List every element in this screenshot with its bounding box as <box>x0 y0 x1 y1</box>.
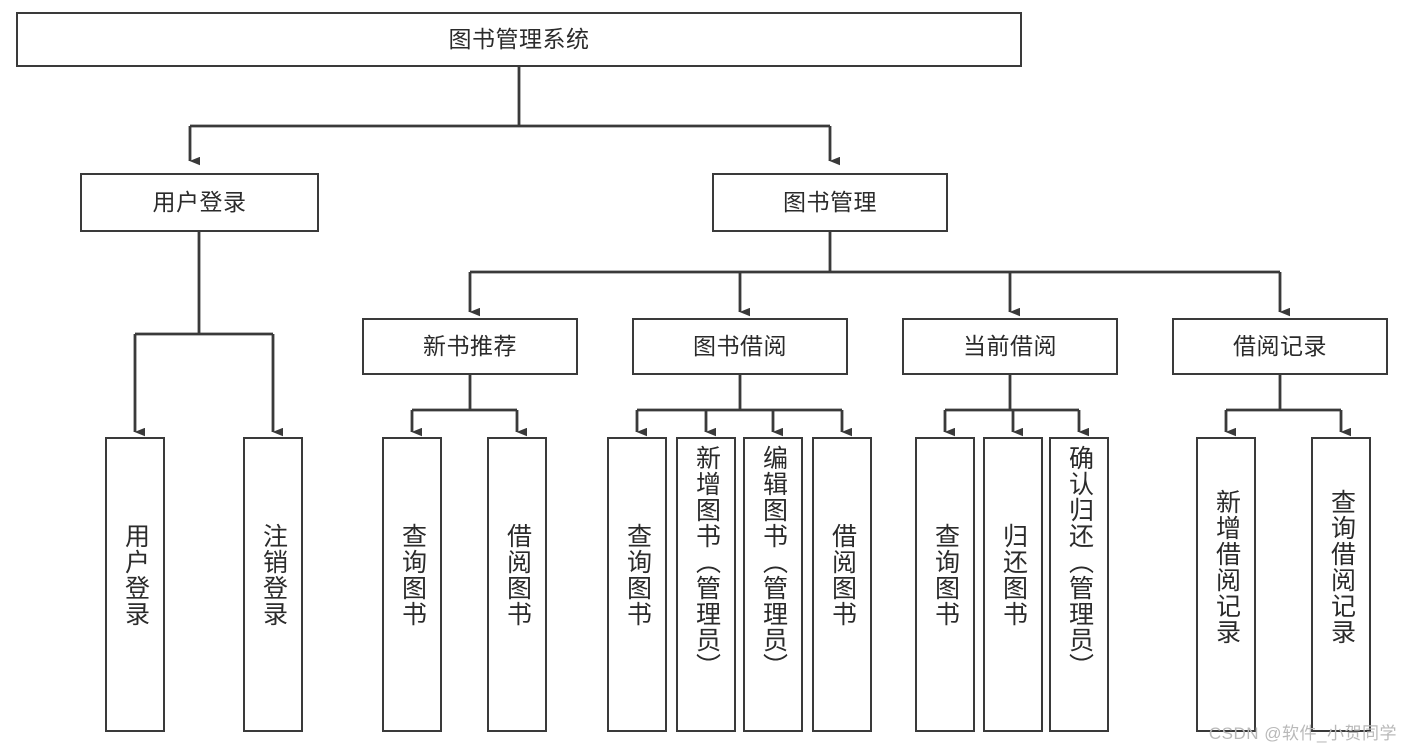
leaf-user-login[interactable]: 用户登录 <box>105 437 165 732</box>
node-user-login[interactable]: 用户登录 <box>80 173 319 232</box>
leaf-add-borrow-record[interactable]: 新增借阅记录 <box>1196 437 1256 732</box>
node-label: 新书推荐 <box>423 332 517 359</box>
node-label: 图书管理 <box>783 188 877 215</box>
node-book-borrow[interactable]: 图书借阅 <box>632 318 848 375</box>
node-label: 查询借阅记录 <box>1327 489 1356 645</box>
node-current-borrow[interactable]: 当前借阅 <box>902 318 1118 375</box>
leaf-logout[interactable]: 注销登录 <box>243 437 303 732</box>
leaf-add-book-admin[interactable]: 新增图书（管理员） <box>676 437 736 732</box>
node-label: 借阅图书 <box>503 523 532 627</box>
node-label: 图书管理系统 <box>448 25 590 52</box>
watermark: CSDN @软件_小贺同学 <box>1208 724 1397 743</box>
node-label: 注销登录 <box>259 523 288 627</box>
node-label: 查询图书 <box>623 523 652 627</box>
leaf-edit-book-admin[interactable]: 编辑图书（管理员） <box>743 437 803 732</box>
leaf-query-borrow-record[interactable]: 查询借阅记录 <box>1311 437 1371 732</box>
leaf-confirm-return-admin[interactable]: 确认归还（管理员） <box>1049 437 1109 732</box>
leaf-borrow-book-recommend[interactable]: 借阅图书 <box>487 437 547 732</box>
node-new-book-recommend[interactable]: 新书推荐 <box>362 318 578 375</box>
node-label: 新增借阅记录 <box>1212 489 1241 645</box>
node-label: 用户登录 <box>121 523 150 627</box>
node-label: 确认归还（管理员） <box>1065 445 1094 679</box>
leaf-borrow-book[interactable]: 借阅图书 <box>812 437 872 732</box>
node-label: 编辑图书（管理员） <box>759 445 788 679</box>
node-label: 用户登录 <box>152 188 247 215</box>
node-book-management[interactable]: 图书管理 <box>712 173 948 232</box>
node-label: 借阅记录 <box>1233 332 1327 359</box>
node-label: 图书借阅 <box>693 332 787 359</box>
leaf-query-book-recommend[interactable]: 查询图书 <box>382 437 442 732</box>
node-borrow-record[interactable]: 借阅记录 <box>1172 318 1388 375</box>
node-label: 借阅图书 <box>828 523 857 627</box>
leaf-query-book-borrow[interactable]: 查询图书 <box>607 437 667 732</box>
leaf-return-book[interactable]: 归还图书 <box>983 437 1043 732</box>
node-label: 查询图书 <box>398 523 427 627</box>
node-label: 当前借阅 <box>963 332 1057 359</box>
node-label: 新增图书（管理员） <box>692 445 721 679</box>
node-root-book-management-system[interactable]: 图书管理系统 <box>16 12 1022 67</box>
node-label: 归还图书 <box>999 523 1028 627</box>
leaf-query-book-current[interactable]: 查询图书 <box>915 437 975 732</box>
node-label: 查询图书 <box>931 523 960 627</box>
